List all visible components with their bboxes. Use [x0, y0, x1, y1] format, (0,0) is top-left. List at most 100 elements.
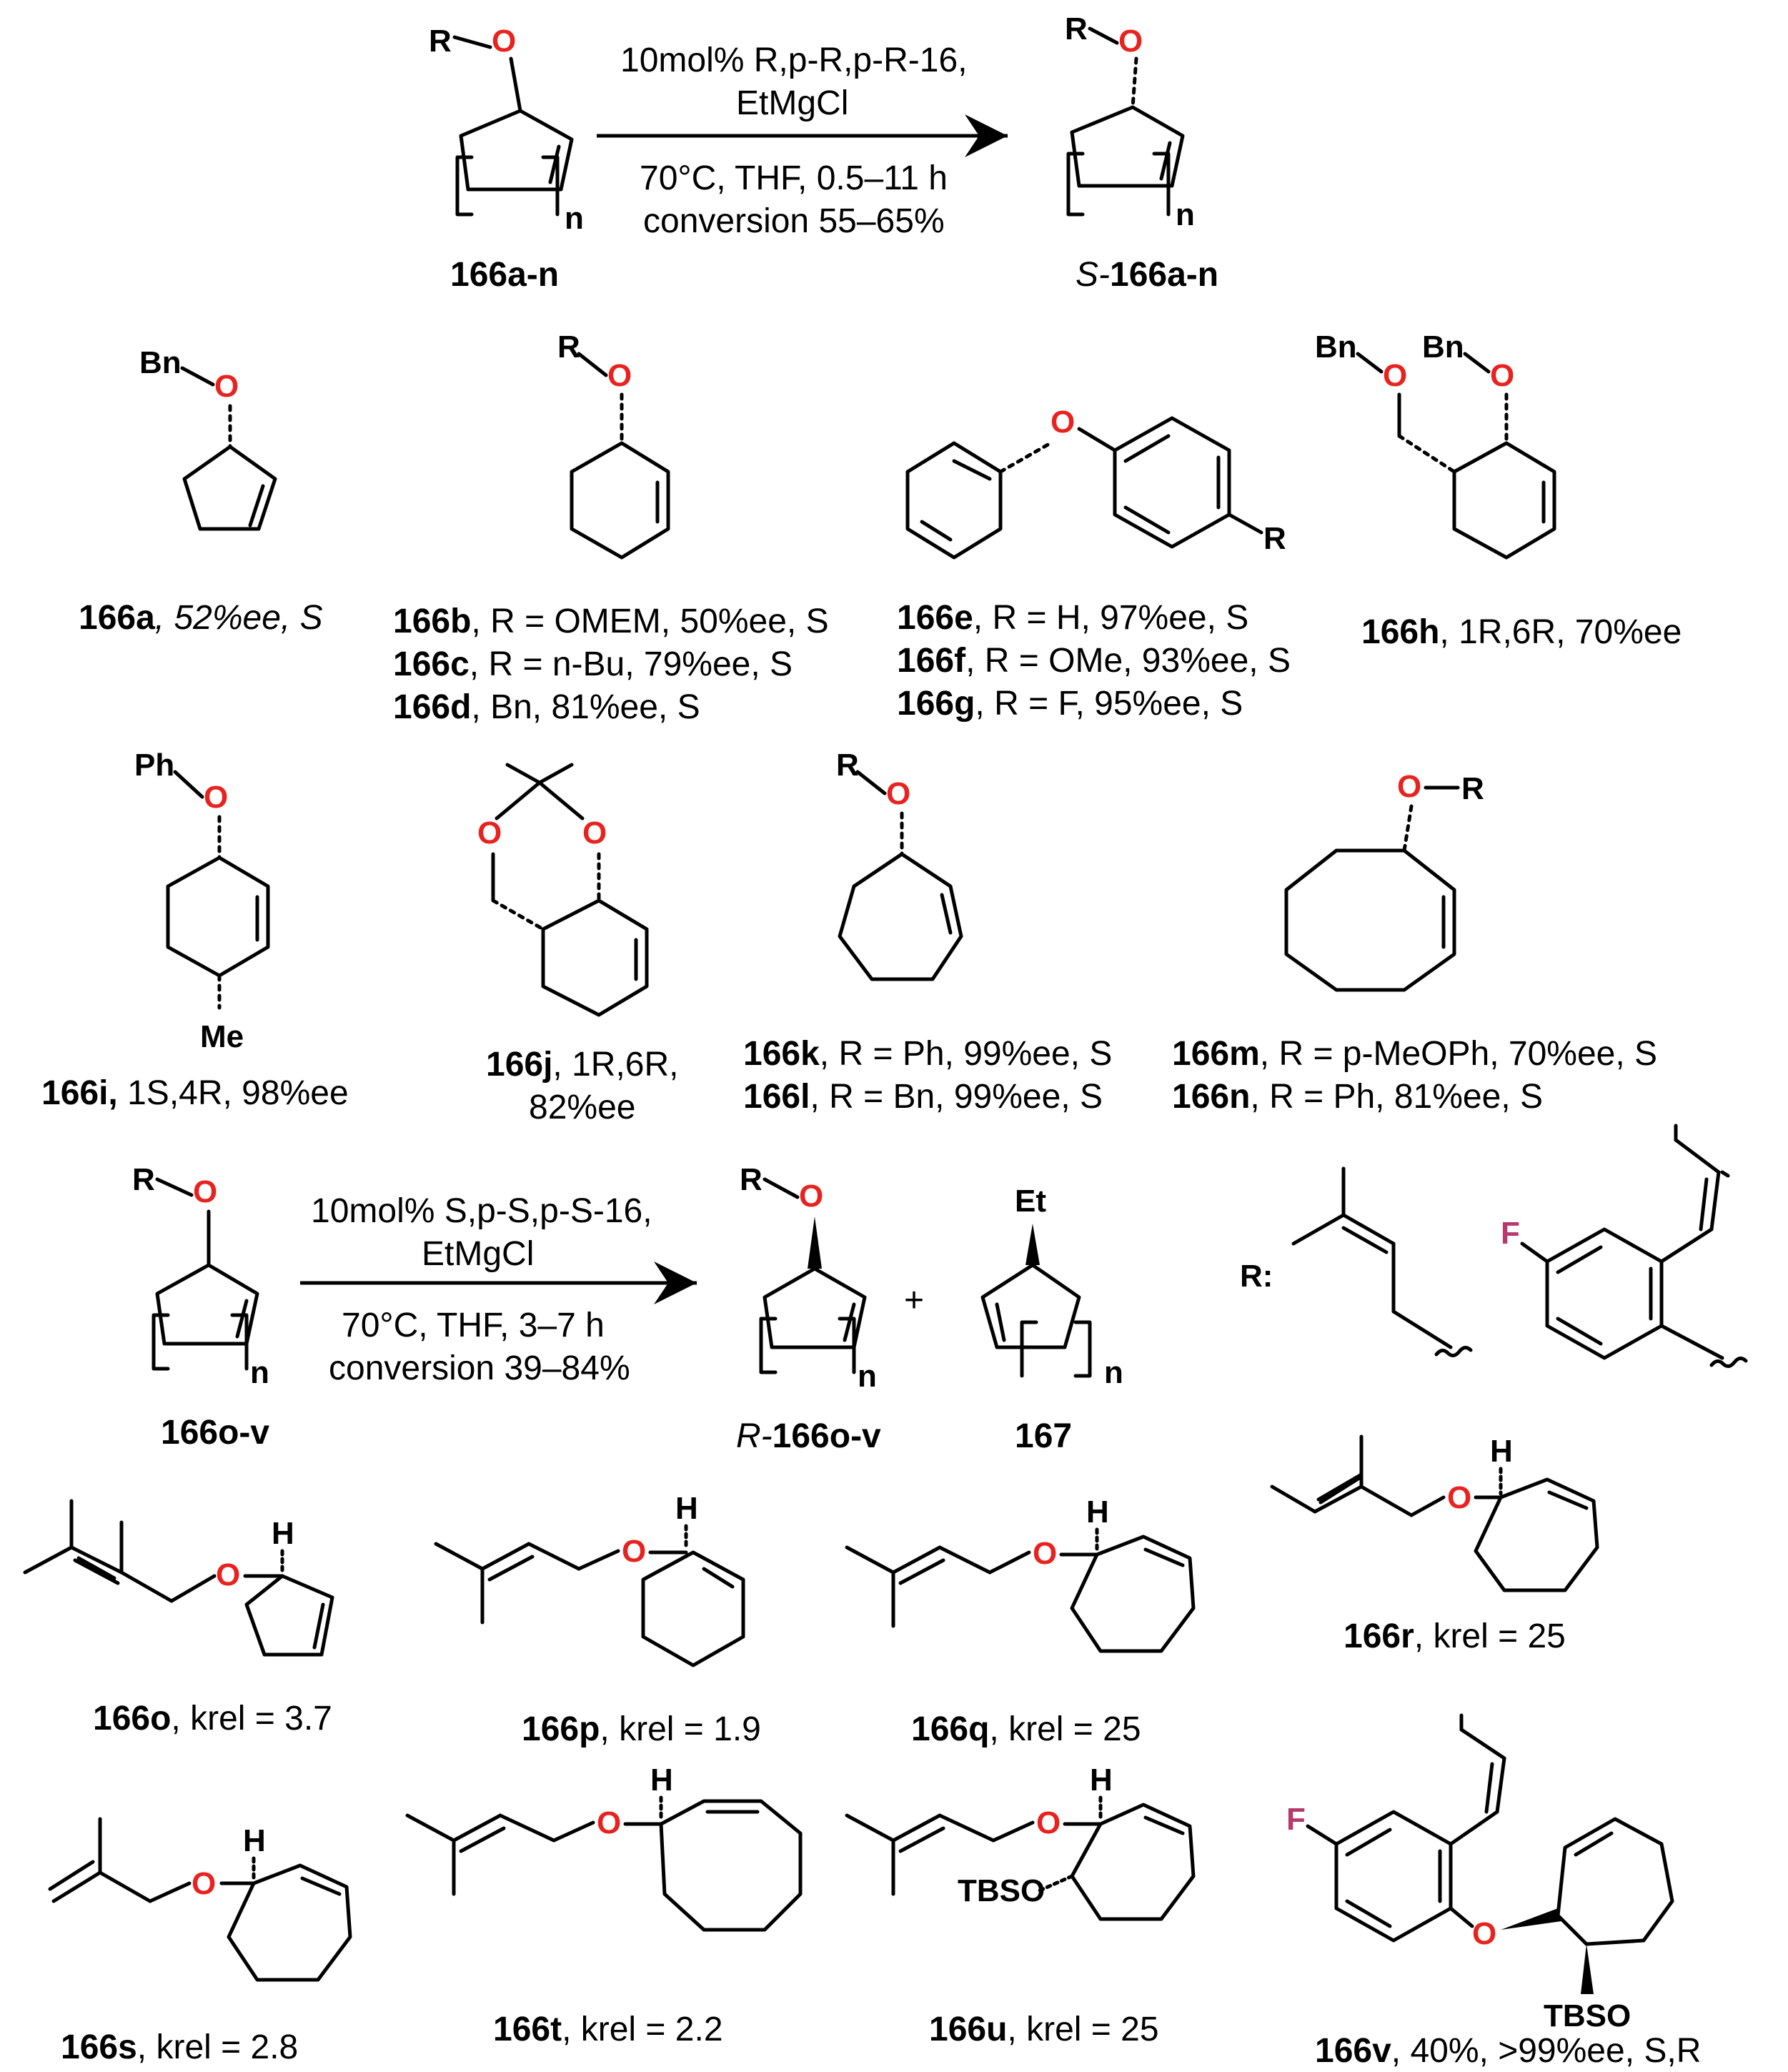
svg-text:Bn: Bn	[1422, 329, 1464, 365]
svg-text:O: O	[886, 776, 910, 811]
structure-166a: Bn O	[139, 345, 277, 531]
r-groups-label: R:	[1240, 1259, 1273, 1294]
svg-text:O: O	[1051, 405, 1075, 440]
svg-text:O: O	[1383, 358, 1407, 393]
svg-text:O: O	[1033, 1536, 1057, 1571]
label-166m: 166m, R = p-MeOPh, 70%ee, S	[1172, 1035, 1657, 1073]
structure-166i: Ph O Me	[134, 748, 270, 1054]
label-166f: 166f, R = OMe, 93%ee, S	[897, 642, 1291, 680]
svg-text:O: O	[622, 1534, 646, 1569]
label-166d: 166d, Bn, 81%ee, S	[393, 688, 700, 726]
structure-166q: O H	[845, 1494, 1196, 1653]
label-166v: 166v, 40%, >99%ee, S,R	[1315, 2032, 1701, 2070]
structure-166e-g: O R	[905, 405, 1286, 560]
label-166g: 166g, R = F, 95%ee, S	[897, 685, 1243, 723]
svg-text:O: O	[597, 1805, 621, 1840]
label-166o: 166o, krel = 3.7	[93, 1700, 332, 1738]
svg-text:Me: Me	[200, 1019, 244, 1054]
svg-text:O: O	[607, 358, 632, 393]
svg-text:O: O	[204, 780, 228, 815]
label-166k: 166k, R = Ph, 99%ee, S	[743, 1035, 1112, 1073]
svg-text:Et: Et	[1015, 1184, 1046, 1219]
reaction1-product-label: S-166a-n	[1076, 256, 1218, 294]
structure-166v: F O TBSO	[1286, 1713, 1674, 2033]
svg-text:F: F	[1501, 1216, 1520, 1251]
reaction1-reactant-structure: R O n	[429, 24, 584, 236]
svg-text:O: O	[582, 816, 607, 851]
label-166a: 166a, 52%ee, S	[79, 599, 323, 637]
svg-text:H: H	[1090, 1763, 1113, 1798]
structure-166b-d: R O	[557, 329, 670, 560]
reaction1-cond4: conversion 55–65%	[643, 202, 945, 240]
r-group-aryl: F	[1501, 1124, 1748, 1368]
svg-text:O: O	[216, 1557, 240, 1592]
reaction2-reactant-label: 166o-v	[161, 1414, 269, 1452]
svg-text:O: O	[214, 369, 239, 404]
svg-text:TBSO: TBSO	[1544, 1998, 1631, 2033]
svg-text:n: n	[1104, 1355, 1123, 1390]
svg-text:R: R	[132, 1162, 155, 1197]
structure-166t: O H	[405, 1763, 803, 1932]
label-166r: 166r, krel = 25	[1344, 1617, 1566, 1655]
reaction2-cond3: 70°C, THF, 3–7 h	[342, 1307, 605, 1344]
reaction1-cond3: 70°C, THF, 0.5–11 h	[640, 159, 948, 197]
structure-166h: Bn O Bn O	[1315, 329, 1556, 560]
svg-text:O: O	[192, 1866, 216, 1901]
label-166n: 166n, R = Ph, 81%ee, S	[1172, 1078, 1543, 1116]
svg-text:F: F	[1286, 1802, 1306, 1837]
label-166t: 166t, krel = 2.2	[493, 2011, 723, 2048]
svg-text:n: n	[858, 1359, 877, 1394]
svg-text:H: H	[675, 1491, 698, 1526]
svg-text:H: H	[243, 1823, 266, 1858]
svg-text:H: H	[650, 1763, 673, 1798]
subscript-n: n	[565, 201, 584, 236]
structure-166u: O H TBSO	[845, 1763, 1196, 1921]
label-166p: 166p, krel = 1.9	[522, 1710, 761, 1748]
plus-sign: +	[904, 1282, 924, 1319]
reaction2-product-label: R-166o-v	[736, 1417, 881, 1455]
label-166s: 166s, krel = 2.8	[61, 2028, 298, 2066]
svg-text:O: O	[1397, 769, 1421, 804]
label-166j-ee: 82%ee	[529, 1089, 635, 1126]
svg-text:R: R	[1263, 521, 1286, 556]
atom-R: R	[429, 24, 452, 59]
reaction1-reactant-label: 166a-n	[450, 256, 559, 294]
svg-text:TBSO: TBSO	[958, 1873, 1045, 1908]
svg-text:H: H	[1490, 1434, 1513, 1469]
structure-166s: O H	[48, 1817, 352, 1982]
structure-166p: O H	[434, 1491, 745, 1667]
label-166l: 166l, R = Bn, 99%ee, S	[743, 1078, 1103, 1116]
svg-text:O: O	[1036, 1805, 1061, 1840]
svg-text:Bn: Bn	[1315, 329, 1357, 365]
svg-text:O: O	[477, 816, 502, 851]
svg-text:R: R	[557, 329, 580, 365]
svg-text:R: R	[1065, 11, 1088, 46]
svg-text:R: R	[836, 748, 859, 783]
label-166h: 166h, 1R,6R, 70%ee	[1361, 613, 1682, 651]
structure-166k-l: R O	[836, 748, 963, 981]
svg-text:O: O	[1118, 24, 1143, 59]
reaction2-reactant-structure: R O n	[132, 1162, 269, 1390]
svg-text:H: H	[1086, 1494, 1109, 1530]
reaction1-cond2: EtMgCl	[736, 84, 848, 122]
r-group-prenyl	[1291, 1166, 1473, 1357]
svg-text:O: O	[1447, 1480, 1471, 1515]
label-166b: 166b, R = OMEM, 50%ee, S	[393, 603, 829, 640]
reaction2-product-structure: R O n	[740, 1162, 877, 1394]
svg-text:Ph: Ph	[134, 748, 174, 783]
reaction2-cond2: EtMgCl	[422, 1235, 534, 1273]
svg-text:O: O	[1490, 358, 1514, 393]
svg-text:n: n	[1176, 197, 1195, 232]
svg-text:O: O	[799, 1179, 823, 1214]
svg-text:O: O	[193, 1174, 217, 1209]
label-166j: 166j, 1R,6R,	[486, 1046, 678, 1084]
reaction2-cond4: conversion 39–84%	[329, 1349, 630, 1387]
structure-166j: O O	[477, 763, 649, 1017]
svg-text:R: R	[740, 1162, 763, 1197]
label-167: 167	[1015, 1417, 1072, 1455]
svg-text:R: R	[1461, 771, 1484, 806]
label-166c: 166c, R = n-Bu, 79%ee, S	[393, 645, 793, 683]
svg-text:O: O	[1472, 1916, 1496, 1951]
svg-text:Bn: Bn	[139, 345, 182, 380]
